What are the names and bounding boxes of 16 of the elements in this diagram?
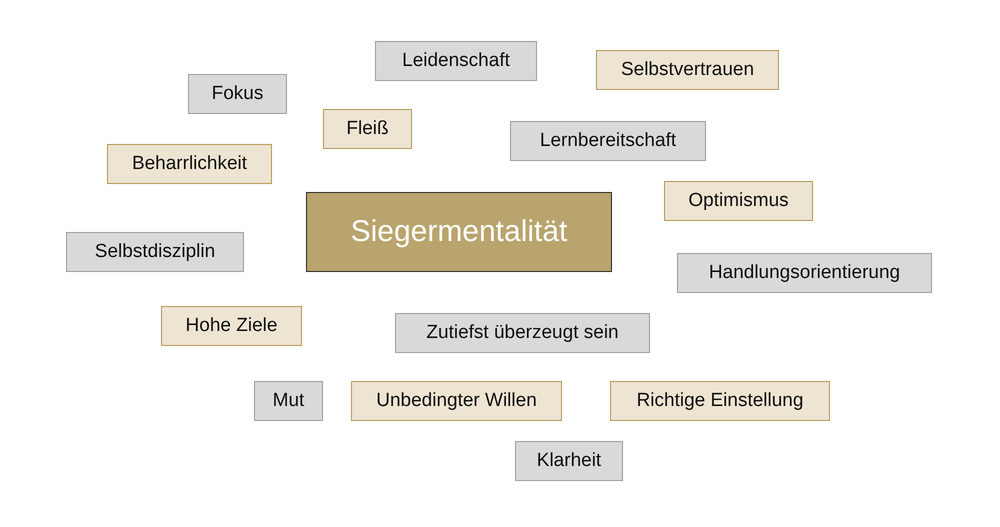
- keyword-box: Klarheit: [515, 441, 623, 481]
- keyword-box: Richtige Einstellung: [610, 381, 830, 421]
- keyword-box: Handlungsorientierung: [677, 253, 932, 293]
- keyword-box: Selbstvertrauen: [596, 50, 779, 90]
- keyword-box: Leidenschaft: [375, 41, 537, 81]
- central-topic-box: Siegermentalität: [306, 192, 612, 272]
- keyword-box: Hohe Ziele: [161, 306, 302, 346]
- keyword-box: Optimismus: [664, 181, 813, 221]
- keyword-box: Selbstdisziplin: [66, 232, 244, 272]
- keyword-box: Beharrlichkeit: [107, 144, 272, 184]
- keyword-box: Zutiefst überzeugt sein: [395, 313, 650, 353]
- keyword-box: Mut: [254, 381, 323, 421]
- keyword-box: Lernbereitschaft: [510, 121, 706, 161]
- keyword-box: Fleiß: [323, 109, 412, 149]
- keyword-box: Unbedingter Willen: [351, 381, 562, 421]
- keyword-box: Fokus: [188, 74, 287, 114]
